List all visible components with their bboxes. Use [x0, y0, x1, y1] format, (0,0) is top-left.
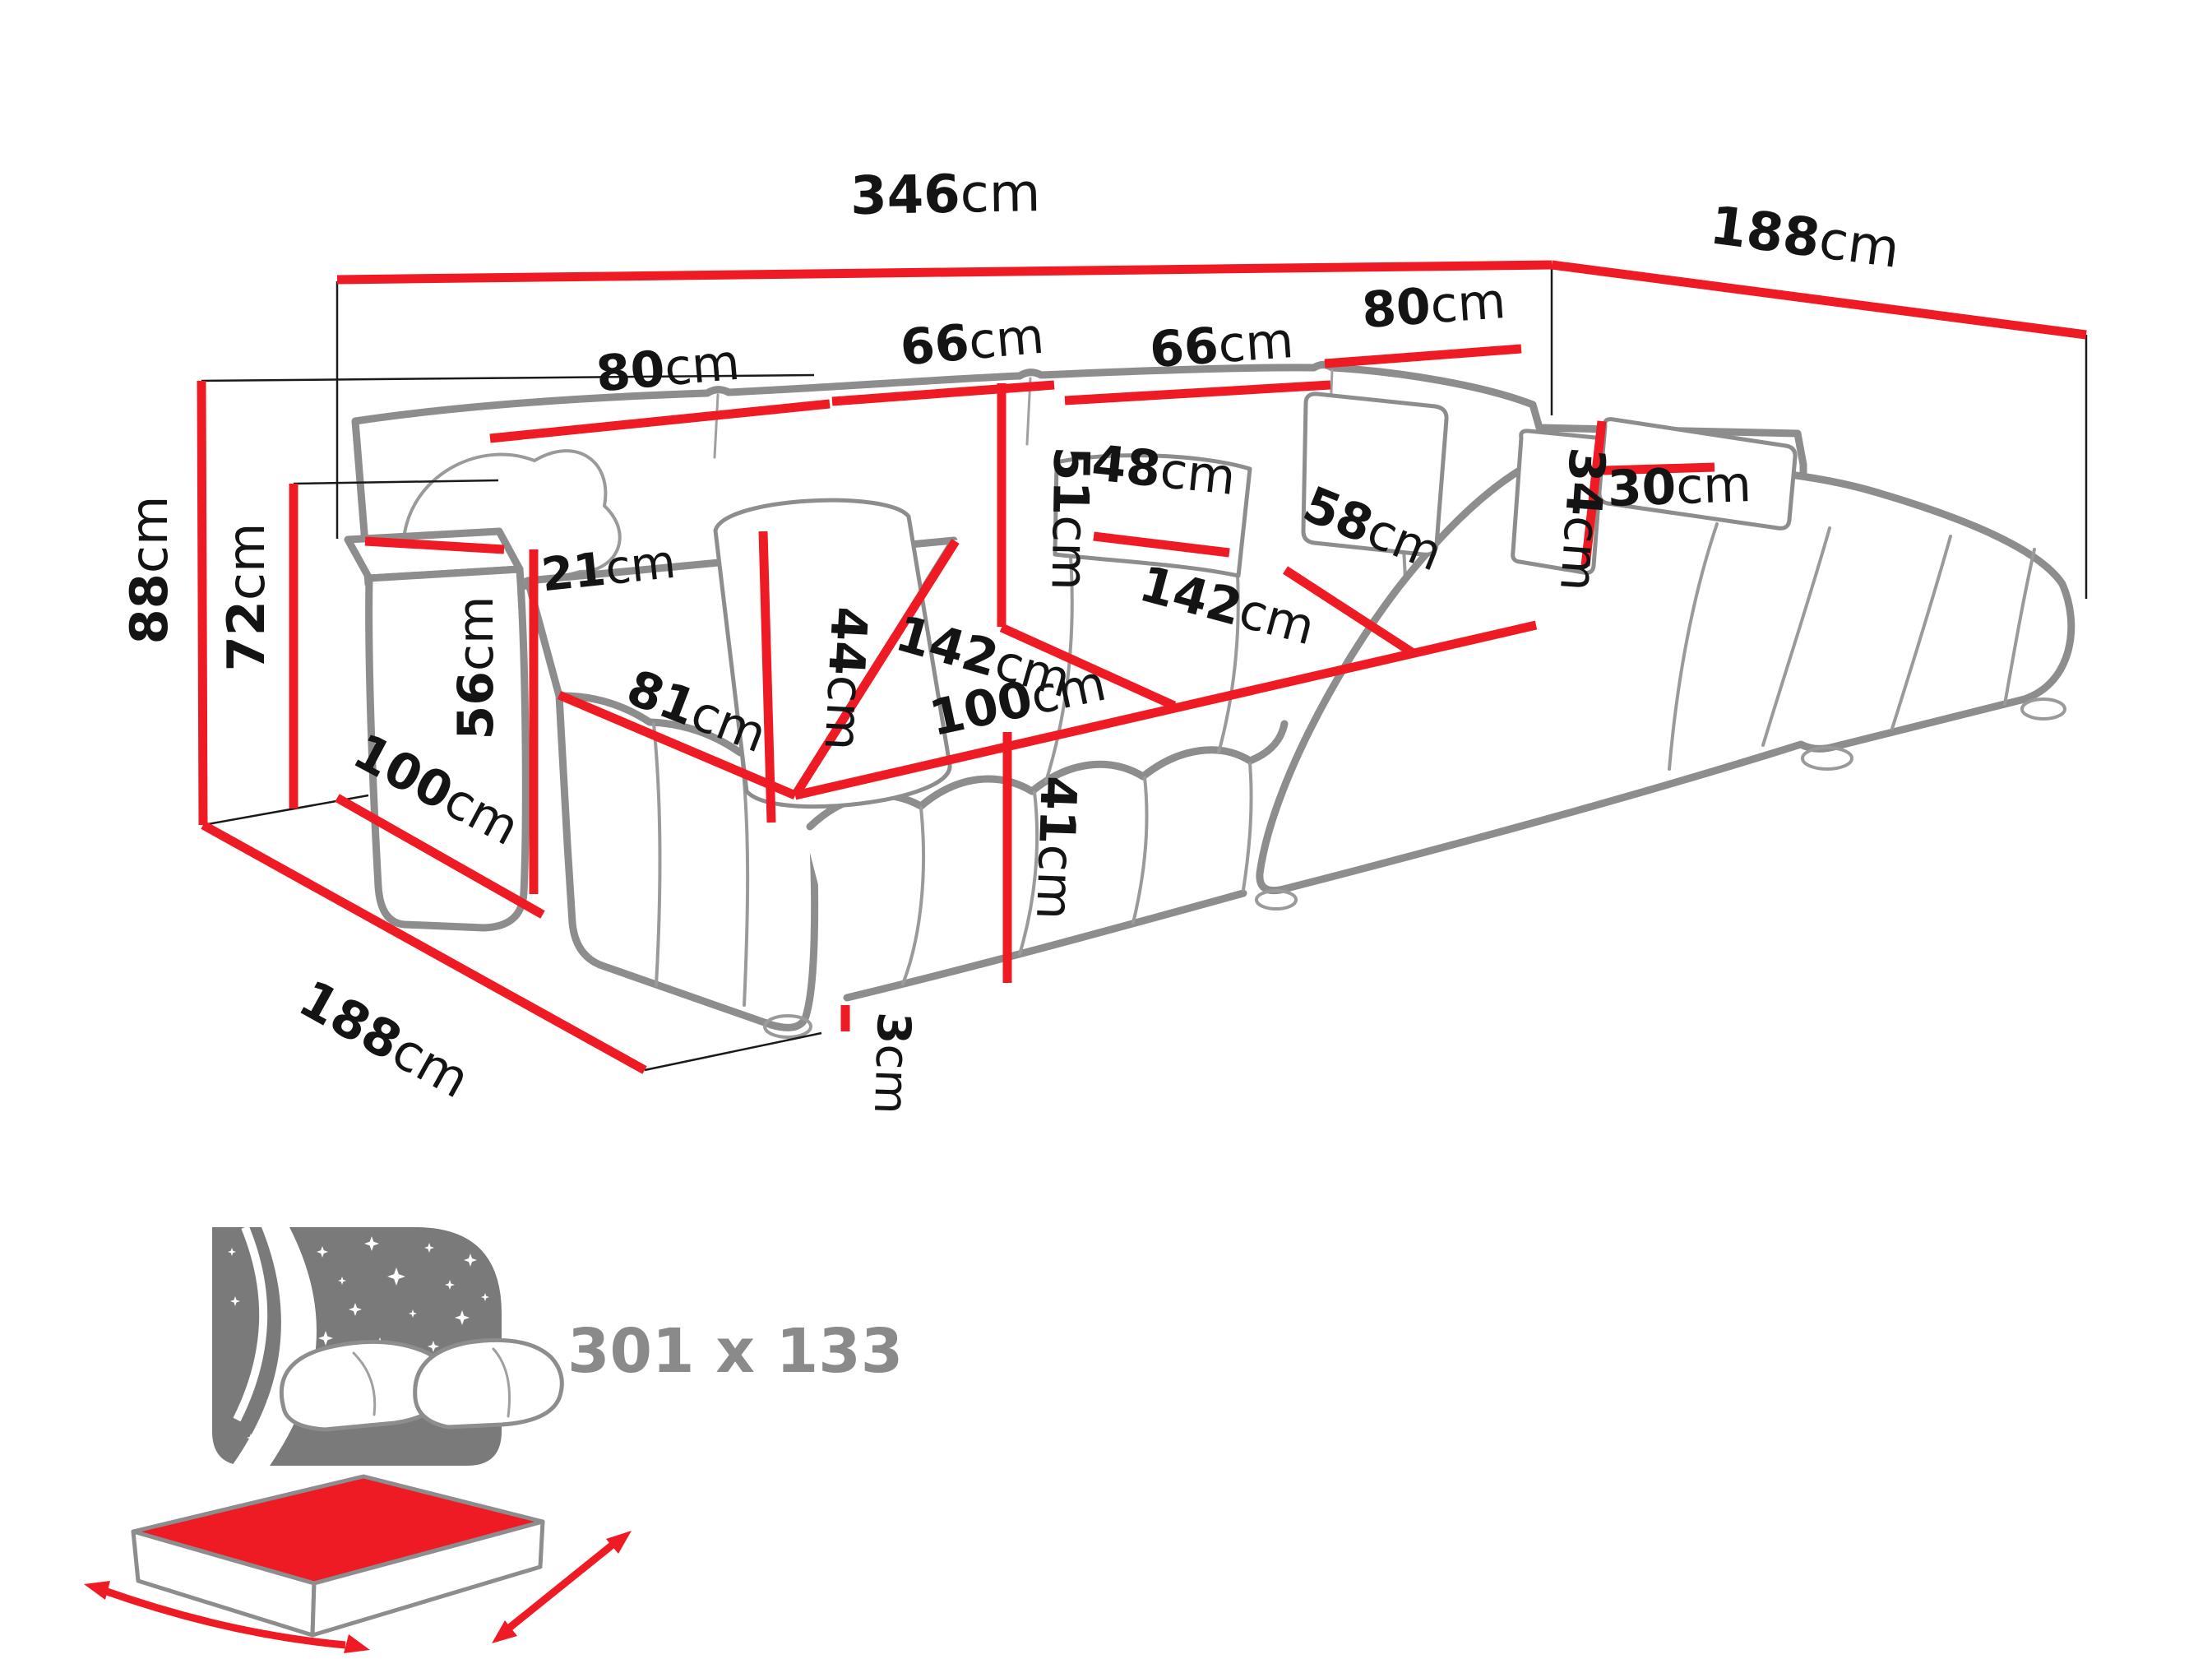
middle-seat: [795, 461, 1542, 997]
pillow-34: [1511, 429, 1605, 575]
dim-line-58: [1283, 566, 1417, 658]
moonlight-swoosh: [233, 1226, 268, 1422]
sofa-outline: [344, 361, 2075, 1039]
dim-line-81: [557, 690, 798, 800]
dim-line-66-a: [831, 380, 1055, 406]
dim-line-142-middle: [999, 623, 1177, 711]
dim-label-72: 72cm: [216, 523, 276, 672]
icon-pillow-fold: [492, 1347, 511, 1418]
seat-seam: [1131, 776, 1149, 924]
sofa-foot: [763, 1014, 812, 1039]
dim-label-3: 3cm: [863, 1011, 920, 1115]
dim-label-21: 21cm: [539, 535, 678, 603]
backrest-seam: [713, 393, 720, 459]
seat-seam: [1668, 522, 1719, 771]
dim-line-66-b: [1064, 380, 1331, 405]
pillow-middle: [1301, 392, 1449, 557]
dim-line-100-left: [335, 794, 545, 919]
icon-pillow-fold: [352, 1351, 377, 1416]
pillow-30: [1597, 417, 1798, 531]
reference-lines: [201, 265, 2088, 1072]
dim-label-80-left: 80cm: [594, 334, 742, 404]
dim-label-51: 51cm: [1039, 446, 1099, 591]
sofa-foot: [1801, 746, 1853, 771]
dim-label-44: 44cm: [812, 605, 877, 752]
dim-line-48: [1093, 531, 1230, 558]
ref-line: [201, 373, 815, 382]
seat-seam: [652, 722, 662, 987]
dim-line-80-right: [1324, 344, 1522, 368]
dim-label-346: 346cm: [849, 163, 1040, 227]
size-arrows: [84, 1531, 632, 1653]
dim-line-188-top: [1551, 260, 2087, 340]
dimension-lines: [197, 260, 2087, 1074]
seat-seam: [1018, 790, 1039, 956]
seat-seam: [901, 806, 926, 985]
dim-line-44: [758, 531, 776, 823]
ref-line: [293, 479, 499, 485]
dim-label-188-top: 188cm: [1706, 195, 1903, 280]
dim-line-100-middle: [794, 620, 1538, 800]
dim-line-142-left: [791, 539, 960, 798]
dim-label-30: 30cm: [1607, 456, 1752, 518]
dim-label-188-bottom: 188cm: [289, 968, 479, 1110]
dim-label-88: 88cm: [119, 496, 179, 645]
dim-line-34: [1580, 420, 1607, 567]
dim-line-188-bottom: [201, 821, 647, 1074]
dim-label-48: 48cm: [1089, 434, 1238, 507]
ref-line: [644, 1031, 822, 1072]
seat-seam: [1242, 762, 1253, 892]
dim-label-41: 41cm: [1025, 775, 1087, 920]
dim-label-56: 56cm: [447, 596, 505, 740]
dim-label-100-middle: 100cm: [925, 655, 1112, 748]
dim-label-66-b: 66cm: [1148, 312, 1295, 379]
sleeping-area-size-label: 301 x 133: [567, 1316, 903, 1387]
seat-seam: [2003, 548, 2036, 706]
dim-label-66-a: 66cm: [898, 308, 1046, 378]
seat-seam: [1890, 535, 1952, 730]
dim-line-80-left: [489, 399, 831, 443]
dim-line-88: [197, 380, 208, 826]
pillow-44: [713, 498, 952, 809]
sofa-foot: [2020, 697, 2066, 721]
dim-label-80-right: 80cm: [1360, 272, 1507, 340]
sleeping-function-icon: [84, 1226, 632, 1653]
sofa-foot: [1255, 889, 1298, 911]
icon-pillow-right: [413, 1337, 564, 1430]
seat-seam: [1044, 533, 1074, 783]
dim-label-34: 34cm: [1548, 446, 1616, 593]
dim-line-30: [1603, 462, 1715, 475]
seat-seam: [1761, 526, 1831, 747]
mattress-side: [310, 1519, 545, 1638]
dim-line-21: [364, 536, 505, 554]
dim-line-346: [336, 260, 1553, 285]
